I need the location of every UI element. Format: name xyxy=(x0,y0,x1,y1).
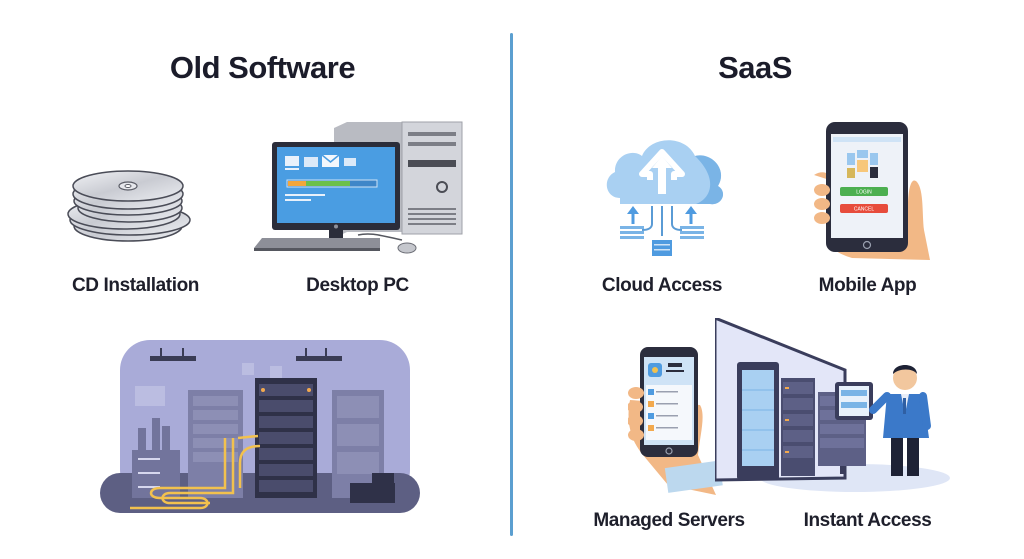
desktop-pc-label: Desktop PC xyxy=(306,275,409,296)
mobile-app-icon: LOGIN CANCEL xyxy=(812,120,932,260)
cloud-access-label: Cloud Access xyxy=(601,275,723,296)
server-room-icon xyxy=(100,338,420,518)
cloud-upload-icon xyxy=(600,128,730,260)
mobile-app-label: Mobile App xyxy=(818,275,917,296)
desktop-pc-icon xyxy=(252,120,464,260)
server-with-person-icon xyxy=(715,318,955,500)
cd-installation-label: CD Installation xyxy=(71,275,199,296)
cancel-button-text: CANCEL xyxy=(854,207,875,213)
instant-access-label: Instant Access xyxy=(803,510,932,531)
old-software-title: Old Software xyxy=(169,50,356,85)
center-divider xyxy=(510,33,513,536)
phone-in-hand-icon xyxy=(628,345,728,495)
managed-servers-label: Managed Servers xyxy=(593,510,745,531)
saas-title: SaaS xyxy=(718,50,792,85)
cd-stack-icon xyxy=(66,168,198,246)
login-button-text: LOGIN xyxy=(856,190,872,196)
